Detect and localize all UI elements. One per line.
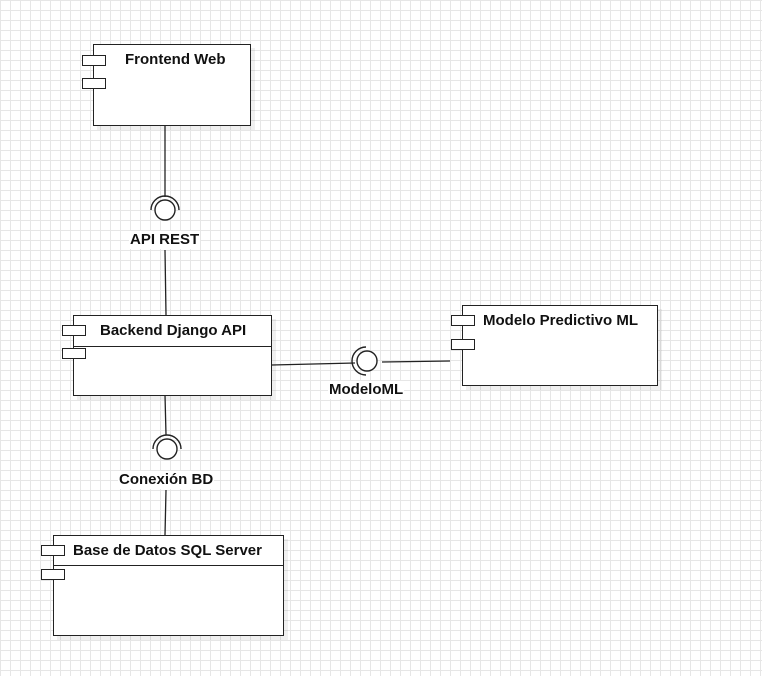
backend-component-icon: [62, 348, 86, 359]
ml-model-component[interactable]: Modelo Predictivo ML: [462, 305, 658, 386]
api-rest-to-backend-line: [164, 249, 167, 316]
frontend-component-label: Frontend Web: [125, 51, 226, 68]
database-component-label: Base de Datos SQL Server: [73, 542, 262, 559]
api-rest-ball: [154, 199, 176, 221]
backend-component-label: Backend Django API: [100, 322, 247, 339]
database-component-divider: [54, 565, 283, 566]
frontend-component-icon: [82, 78, 106, 89]
backend-component-icon: [62, 325, 86, 336]
backend-component-divider: [74, 346, 271, 347]
ml-model-component-icon: [451, 339, 475, 350]
conexion-bd-to-database-line: [164, 489, 167, 536]
backend-to-conexion-line: [164, 394, 167, 436]
database-component-icon: [41, 569, 65, 580]
conexion-bd-ball: [156, 438, 178, 460]
modeloml-label: ModeloML: [328, 381, 405, 399]
backend-component[interactable]: Backend Django API: [73, 315, 272, 396]
database-component[interactable]: Base de Datos SQL Server: [53, 535, 284, 636]
database-component-icon: [41, 545, 65, 556]
frontend-component-icon: [82, 55, 106, 66]
modeloml-socket: [351, 346, 367, 376]
modeloml-ball: [356, 350, 378, 372]
ml-model-component-label: Modelo Predictivo ML: [483, 312, 639, 329]
api-rest-socket: [150, 195, 180, 211]
conexion-bd-label: Conexión BD: [118, 471, 215, 489]
ml-model-component-icon: [451, 315, 475, 326]
frontend-component[interactable]: Frontend Web: [93, 44, 251, 126]
backend-to-modeloml-line: [271, 362, 356, 366]
modeloml-to-model-line: [381, 360, 451, 363]
conexion-bd-socket: [152, 434, 182, 450]
api-rest-label: API REST: [129, 231, 201, 249]
